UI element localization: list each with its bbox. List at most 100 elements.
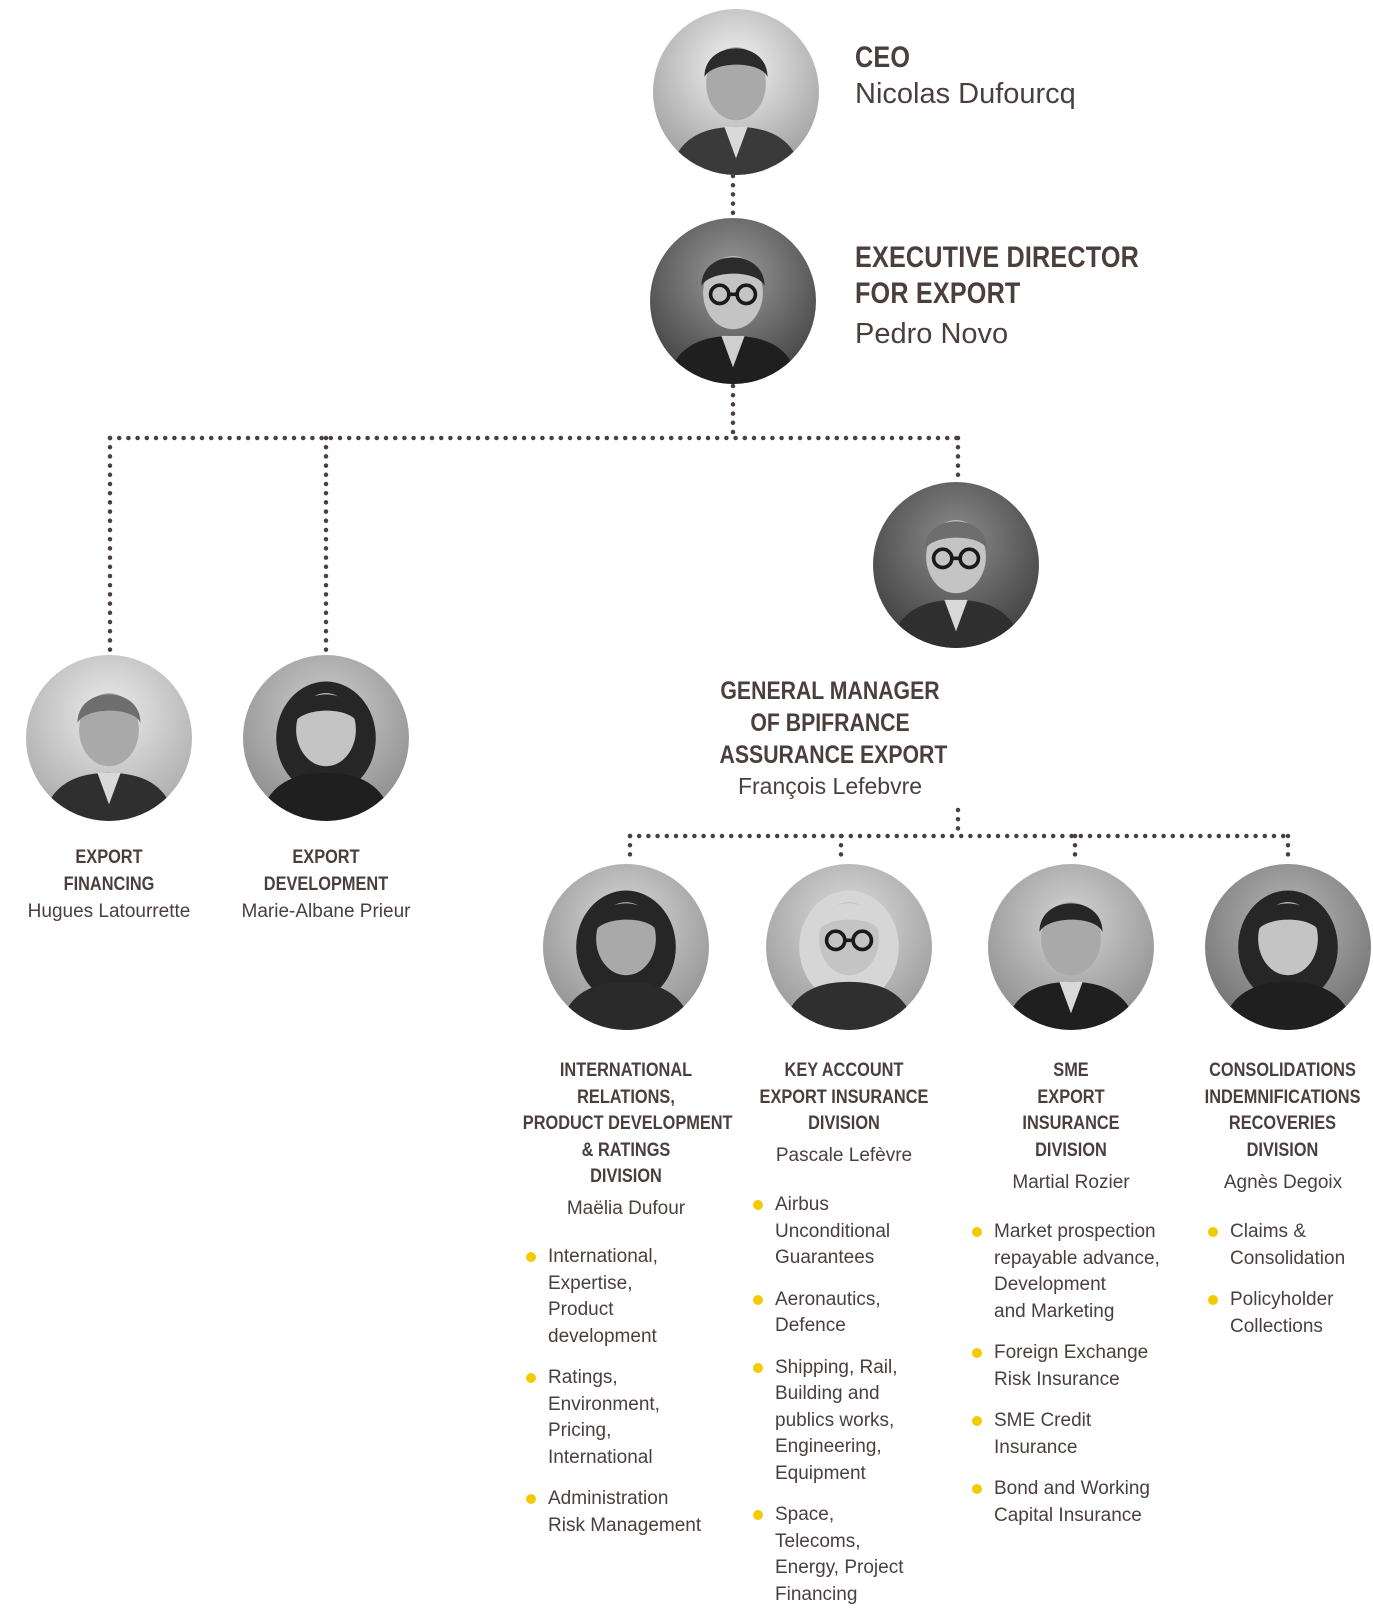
list-item-text: Claims &	[1230, 1221, 1307, 1242]
list-item-text: Pricing,	[548, 1420, 612, 1441]
export-financing-name: Hugues Latourrette	[27, 901, 191, 922]
division-4-head-name: Agnès Degoix	[1223, 1172, 1343, 1193]
list-item-text: publics works,	[775, 1409, 895, 1431]
executive-title-line: FOR EXPORT	[855, 277, 1021, 310]
division-3-title-line: EXPORT	[1037, 1086, 1105, 1108]
person-portrait-icon	[873, 482, 1039, 648]
list-item-text: SME Credit	[994, 1410, 1092, 1431]
division-4-title-line: INDEMNIFICATIONS	[1204, 1086, 1361, 1108]
division-3-responsibilities: Market prospection repayable advance, De…	[972, 1219, 1160, 1544]
division-3-title-line: DIVISION	[1035, 1139, 1107, 1161]
export-development-title-line: EXPORT	[292, 847, 360, 868]
division-4-title-line: CONSOLIDATIONS	[1209, 1060, 1356, 1081]
executive-name: Pedro Novo	[855, 318, 1009, 350]
list-item-text: Policyholder	[1230, 1289, 1334, 1310]
list-item: Airbus Unconditional Guarantees	[753, 1192, 903, 1272]
division-1-responsibilities: International, Expertise, Product develo…	[526, 1244, 701, 1554]
division-3-title: SME EXPORT INSURANCE DIVISION	[968, 1058, 1174, 1164]
person-portrait-icon	[650, 218, 816, 384]
list-item-text: Space,	[775, 1504, 835, 1525]
division-2-title-line: KEY ACCOUNT	[784, 1060, 904, 1081]
executive-title: EXECUTIVE DIRECTOR FOR EXPORT	[855, 240, 1139, 312]
list-item-text: Development	[994, 1274, 1106, 1295]
export-financing-title-line: EXPORT	[75, 847, 143, 868]
export-financing-title-line: FINANCING	[63, 873, 155, 895]
list-item-text: Guarantees	[775, 1247, 875, 1268]
dotted-connectors	[107, 173, 1291, 865]
list-item-text: Telecoms,	[775, 1530, 861, 1552]
division-1-title-line: INTERNATIONAL	[559, 1060, 693, 1081]
division-1-photo	[543, 864, 709, 1030]
list-item-text: Capital Insurance	[994, 1504, 1142, 1526]
list-item-text: International	[548, 1446, 653, 1468]
executive-title-line: EXECUTIVE DIRECTOR	[855, 241, 1140, 274]
export-financing-photo	[26, 655, 192, 821]
division-1-title: INTERNATIONAL RELATIONS, PRODUCT DEVELOP…	[522, 1058, 733, 1191]
list-item-text: Shipping, Rail,	[775, 1356, 898, 1378]
division-2-responsibilities: Airbus Unconditional Guarantees Aeronaut…	[753, 1192, 903, 1623]
list-item-text: Market prospection	[994, 1221, 1156, 1242]
division-2-title: KEY ACCOUNT EXPORT INSURANCE DIVISION	[741, 1058, 947, 1138]
list-item-text: development	[548, 1325, 657, 1347]
division-4-title: CONSOLIDATIONS INDEMNIFICATIONS RECOVERI…	[1205, 1058, 1361, 1164]
division-2-title-line: EXPORT INSURANCE	[759, 1086, 929, 1108]
division-3-photo	[988, 864, 1154, 1030]
person-portrait-icon	[26, 655, 192, 821]
person-portrait-icon	[653, 9, 819, 175]
list-item: Space, Telecoms, Energy, Project Financi…	[753, 1502, 903, 1608]
list-item: SME Credit Insurance	[972, 1408, 1160, 1461]
list-item-text: Aeronautics,	[775, 1288, 881, 1310]
list-item: Foreign Exchange Risk Insurance	[972, 1340, 1160, 1393]
list-item-text: repayable advance,	[994, 1247, 1160, 1269]
person-portrait-icon	[988, 864, 1154, 1030]
division-1-title-line: PRODUCT DEVELOPMENT	[522, 1113, 733, 1134]
list-item: Policyholder Collections	[1208, 1287, 1345, 1340]
list-item-text: Consolidation	[1230, 1247, 1346, 1269]
ceo-name: Nicolas Dufourcq	[855, 78, 1076, 110]
list-item-text: Product	[548, 1299, 614, 1320]
division-1-head-name: Maëlia Dufour	[566, 1198, 686, 1219]
division-4-responsibilities: Claims & Consolidation Policyholder Coll…	[1208, 1219, 1345, 1355]
general-manager-title: GENERAL MANAGER OF BPIFRANCE ASSURANCE E…	[720, 675, 948, 771]
list-item: International, Expertise, Product develo…	[526, 1244, 701, 1350]
list-item: Shipping, Rail, Building and publics wor…	[753, 1355, 903, 1488]
list-item-text: Bond and Working	[994, 1478, 1150, 1499]
list-item: Administration Risk Management	[526, 1486, 701, 1539]
division-1-title-line: DIVISION	[590, 1166, 662, 1187]
list-item-text: Financing	[775, 1583, 858, 1605]
division-4-title-line: DIVISION	[1246, 1139, 1319, 1161]
general-manager-title-line: OF BPIFRANCE	[750, 709, 910, 737]
general-manager-name: François Lefebvre	[737, 773, 923, 799]
person-portrait-icon	[543, 864, 709, 1030]
person-portrait-icon	[243, 655, 409, 821]
list-item: Claims & Consolidation	[1208, 1219, 1345, 1272]
division-1-title-line: & RATINGS	[581, 1139, 671, 1161]
division-1-title-line: RELATIONS,	[577, 1086, 675, 1108]
export-development-photo	[243, 655, 409, 821]
list-item-text: Expertise,	[548, 1272, 633, 1294]
list-item-text: Defence	[775, 1315, 846, 1336]
list-item-text: International,	[548, 1246, 658, 1267]
division-3-title-line: INSURANCE	[1022, 1113, 1120, 1134]
list-item: Market prospection repayable advance, De…	[972, 1219, 1160, 1325]
division-4-photo	[1205, 864, 1371, 1030]
list-item-text: Building and	[775, 1383, 880, 1404]
list-item-text: Risk Insurance	[994, 1368, 1120, 1390]
export-financing-title: EXPORT FINANCING	[40, 845, 178, 898]
general-manager-title-line: GENERAL MANAGER	[720, 677, 940, 705]
division-2-title-line: DIVISION	[808, 1113, 880, 1134]
list-item-text: Ratings,	[548, 1367, 618, 1388]
ceo-photo	[653, 9, 819, 175]
export-development-name: Marie-Albane Prieur	[241, 901, 411, 922]
list-item-text: and Marketing	[994, 1300, 1115, 1322]
list-item-text: Equipment	[775, 1462, 866, 1484]
executive-director-photo	[650, 218, 816, 384]
division-3-title-line: SME	[1053, 1060, 1089, 1081]
division-2-photo	[766, 864, 932, 1030]
list-item-text: Airbus	[775, 1194, 829, 1215]
export-development-title-line: DEVELOPMENT	[263, 873, 389, 895]
list-item: Bond and Working Capital Insurance	[972, 1476, 1160, 1529]
list-item-text: Energy, Project	[775, 1557, 904, 1578]
person-portrait-icon	[766, 864, 932, 1030]
